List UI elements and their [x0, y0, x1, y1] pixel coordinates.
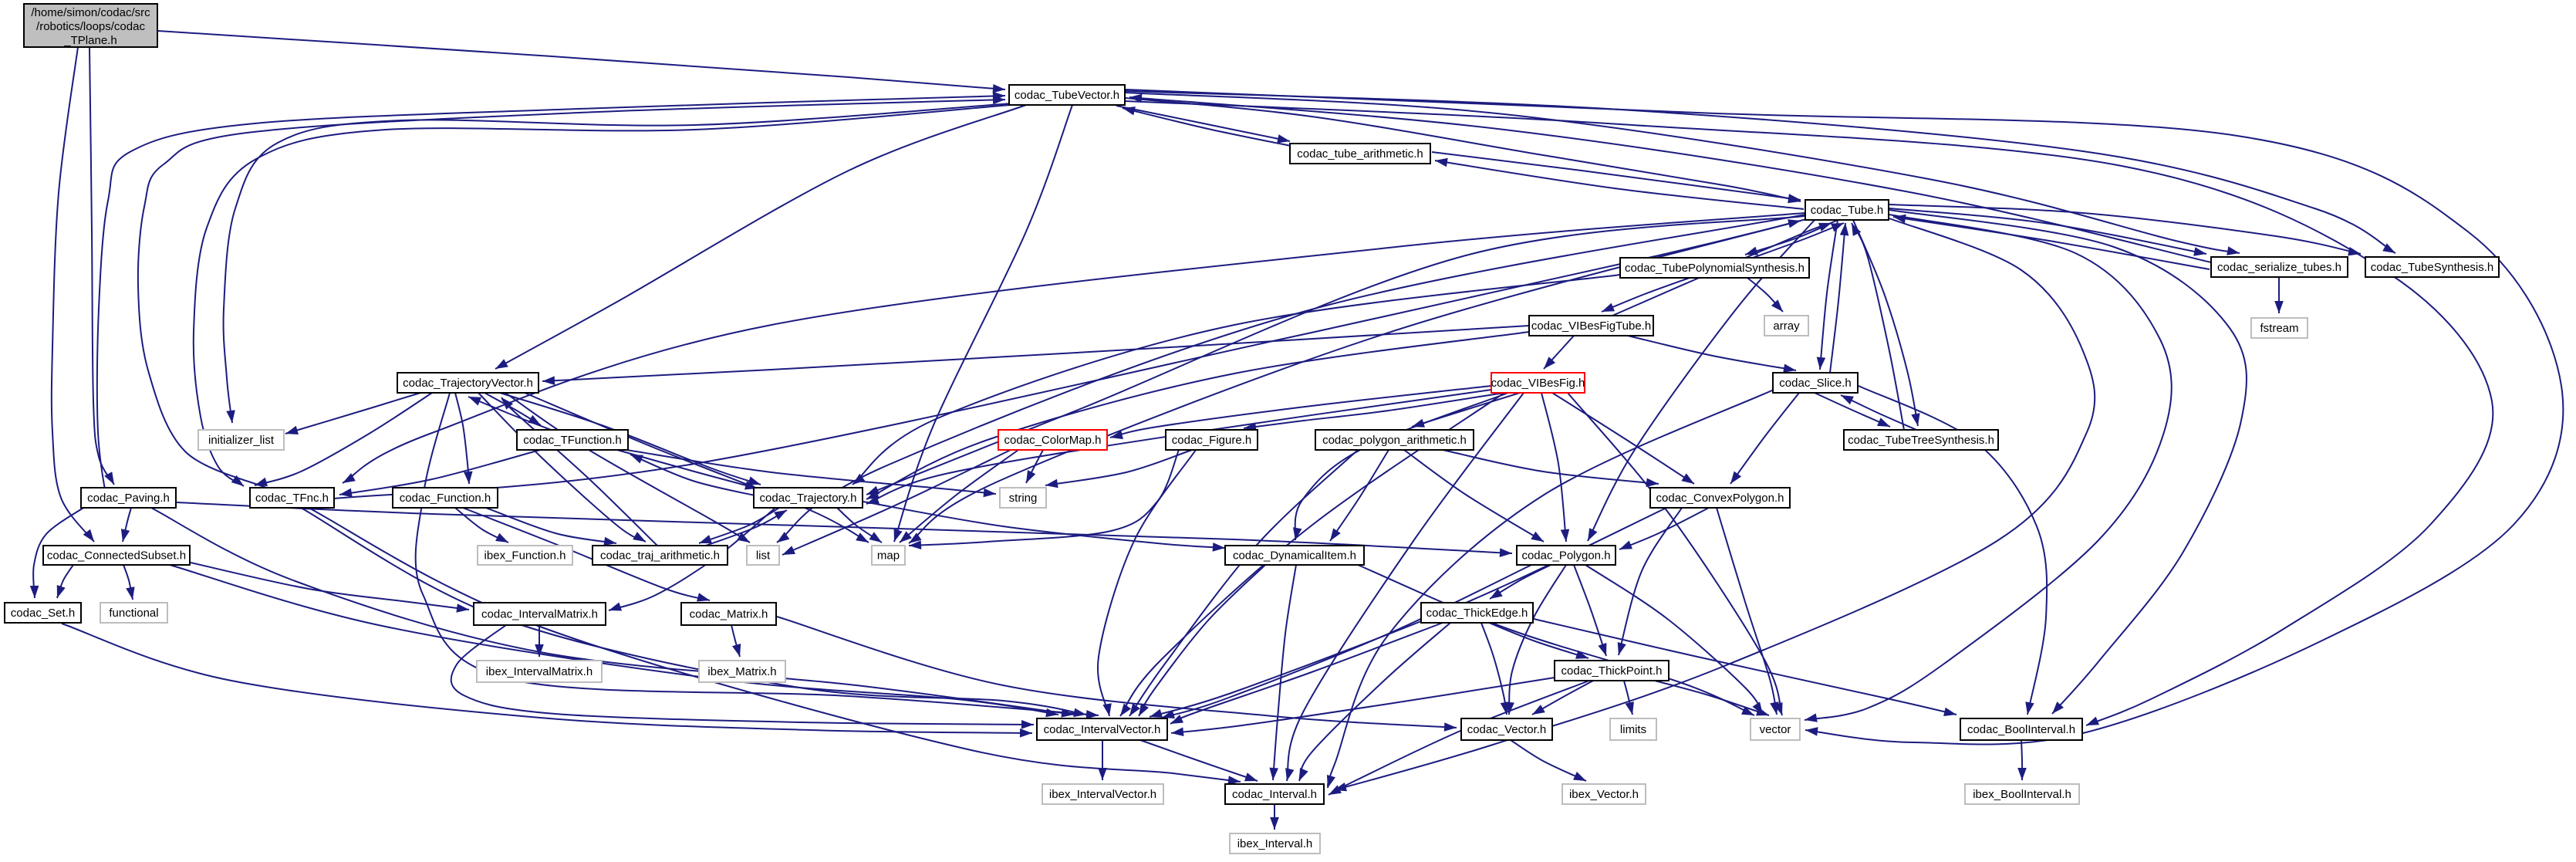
- svg-text:codac_DynamicalItem.h: codac_DynamicalItem.h: [1233, 549, 1356, 563]
- svg-text:codac_BoolInterval.h: codac_BoolInterval.h: [1967, 723, 2075, 736]
- svg-text:codac_VIBesFigTube.h: codac_VIBesFigTube.h: [1531, 319, 1651, 333]
- svg-text:codac_Polygon.h: codac_Polygon.h: [1521, 549, 1610, 563]
- svg-text:codac_TubeSynthesis.h: codac_TubeSynthesis.h: [2371, 261, 2494, 274]
- svg-text:codac_Figure.h: codac_Figure.h: [1172, 434, 1251, 447]
- svg-text:vector: vector: [1760, 723, 1791, 736]
- svg-text:codac_TubeTreeSynthesis.h: codac_TubeTreeSynthesis.h: [1848, 434, 1994, 447]
- svg-text:array: array: [1773, 319, 1800, 333]
- svg-text:map: map: [877, 549, 900, 563]
- svg-text:list: list: [756, 549, 771, 563]
- svg-text:codac_TubePolynomialSynthesis.: codac_TubePolynomialSynthesis.h: [1625, 262, 1805, 275]
- svg-text:ibex_Function.h: ibex_Function.h: [484, 549, 566, 563]
- svg-text:codac_polygon_arithmetic.h: codac_polygon_arithmetic.h: [1322, 434, 1467, 447]
- svg-text:codac_Matrix.h: codac_Matrix.h: [690, 608, 768, 621]
- svg-text:codac_Tube.h: codac_Tube.h: [1811, 204, 1884, 217]
- svg-text:fstream: fstream: [2260, 322, 2298, 335]
- svg-text:codac_IntervalVector.h: codac_IntervalVector.h: [1044, 723, 1161, 736]
- svg-text:codac_VIBesFig.h: codac_VIBesFig.h: [1491, 377, 1585, 390]
- svg-text:codac_Slice.h: codac_Slice.h: [1779, 377, 1851, 390]
- svg-text:string: string: [1009, 492, 1038, 505]
- svg-text:codac_TubeVector.h: codac_TubeVector.h: [1015, 89, 1119, 102]
- svg-text:limits: limits: [1620, 723, 1646, 736]
- svg-text:codac_Trajectory.h: codac_Trajectory.h: [760, 492, 857, 505]
- svg-text:ibex_IntervalVector.h: ibex_IntervalVector.h: [1049, 788, 1156, 801]
- svg-text:ibex_Matrix.h: ibex_Matrix.h: [707, 665, 776, 678]
- svg-text:functional: functional: [109, 607, 158, 620]
- svg-text:codac_ConnectedSubset.h: codac_ConnectedSubset.h: [47, 549, 186, 563]
- svg-text:/home/simon/codac/src: /home/simon/codac/src: [31, 6, 150, 19]
- svg-text:codac_ThickEdge.h: codac_ThickEdge.h: [1426, 607, 1528, 620]
- svg-text:codac_Function.h: codac_Function.h: [400, 492, 491, 505]
- svg-text:codac_ConvexPolygon.h: codac_ConvexPolygon.h: [1656, 492, 1784, 505]
- svg-text:codac_Set.h: codac_Set.h: [11, 607, 75, 620]
- svg-text:codac_ThickPoint.h: codac_ThickPoint.h: [1561, 664, 1663, 678]
- svg-text:ibex_BoolInterval.h: ibex_BoolInterval.h: [1973, 788, 2071, 801]
- svg-text:/robotics/loops/codac: /robotics/loops/codac: [36, 20, 145, 33]
- svg-text:codac_traj_arithmetic.h: codac_traj_arithmetic.h: [600, 549, 720, 563]
- svg-text:codac_TFnc.h: codac_TFnc.h: [255, 492, 329, 505]
- svg-text:ibex_Interval.h: ibex_Interval.h: [1237, 837, 1313, 850]
- svg-text:codac_ColorMap.h: codac_ColorMap.h: [1004, 434, 1102, 447]
- svg-text:codac_serialize_tubes.h: codac_serialize_tubes.h: [2217, 261, 2341, 274]
- svg-text:ibex_Vector.h: ibex_Vector.h: [1569, 788, 1639, 801]
- svg-text:codac_TrajectoryVector.h: codac_TrajectoryVector.h: [403, 377, 533, 390]
- svg-text:codac_Interval.h: codac_Interval.h: [1232, 788, 1317, 801]
- svg-text:codac_TFunction.h: codac_TFunction.h: [523, 434, 622, 447]
- svg-text:ibex_IntervalMatrix.h: ibex_IntervalMatrix.h: [486, 665, 593, 678]
- svg-text:initializer_list: initializer_list: [208, 434, 275, 447]
- svg-text:codac_tube_arithmetic.h: codac_tube_arithmetic.h: [1297, 147, 1423, 161]
- svg-text:codac_Vector.h: codac_Vector.h: [1467, 723, 1547, 736]
- svg-text:_TPlane.h: _TPlane.h: [63, 34, 116, 47]
- svg-text:codac_Paving.h: codac_Paving.h: [87, 492, 170, 505]
- svg-text:codac_IntervalMatrix.h: codac_IntervalMatrix.h: [481, 608, 598, 621]
